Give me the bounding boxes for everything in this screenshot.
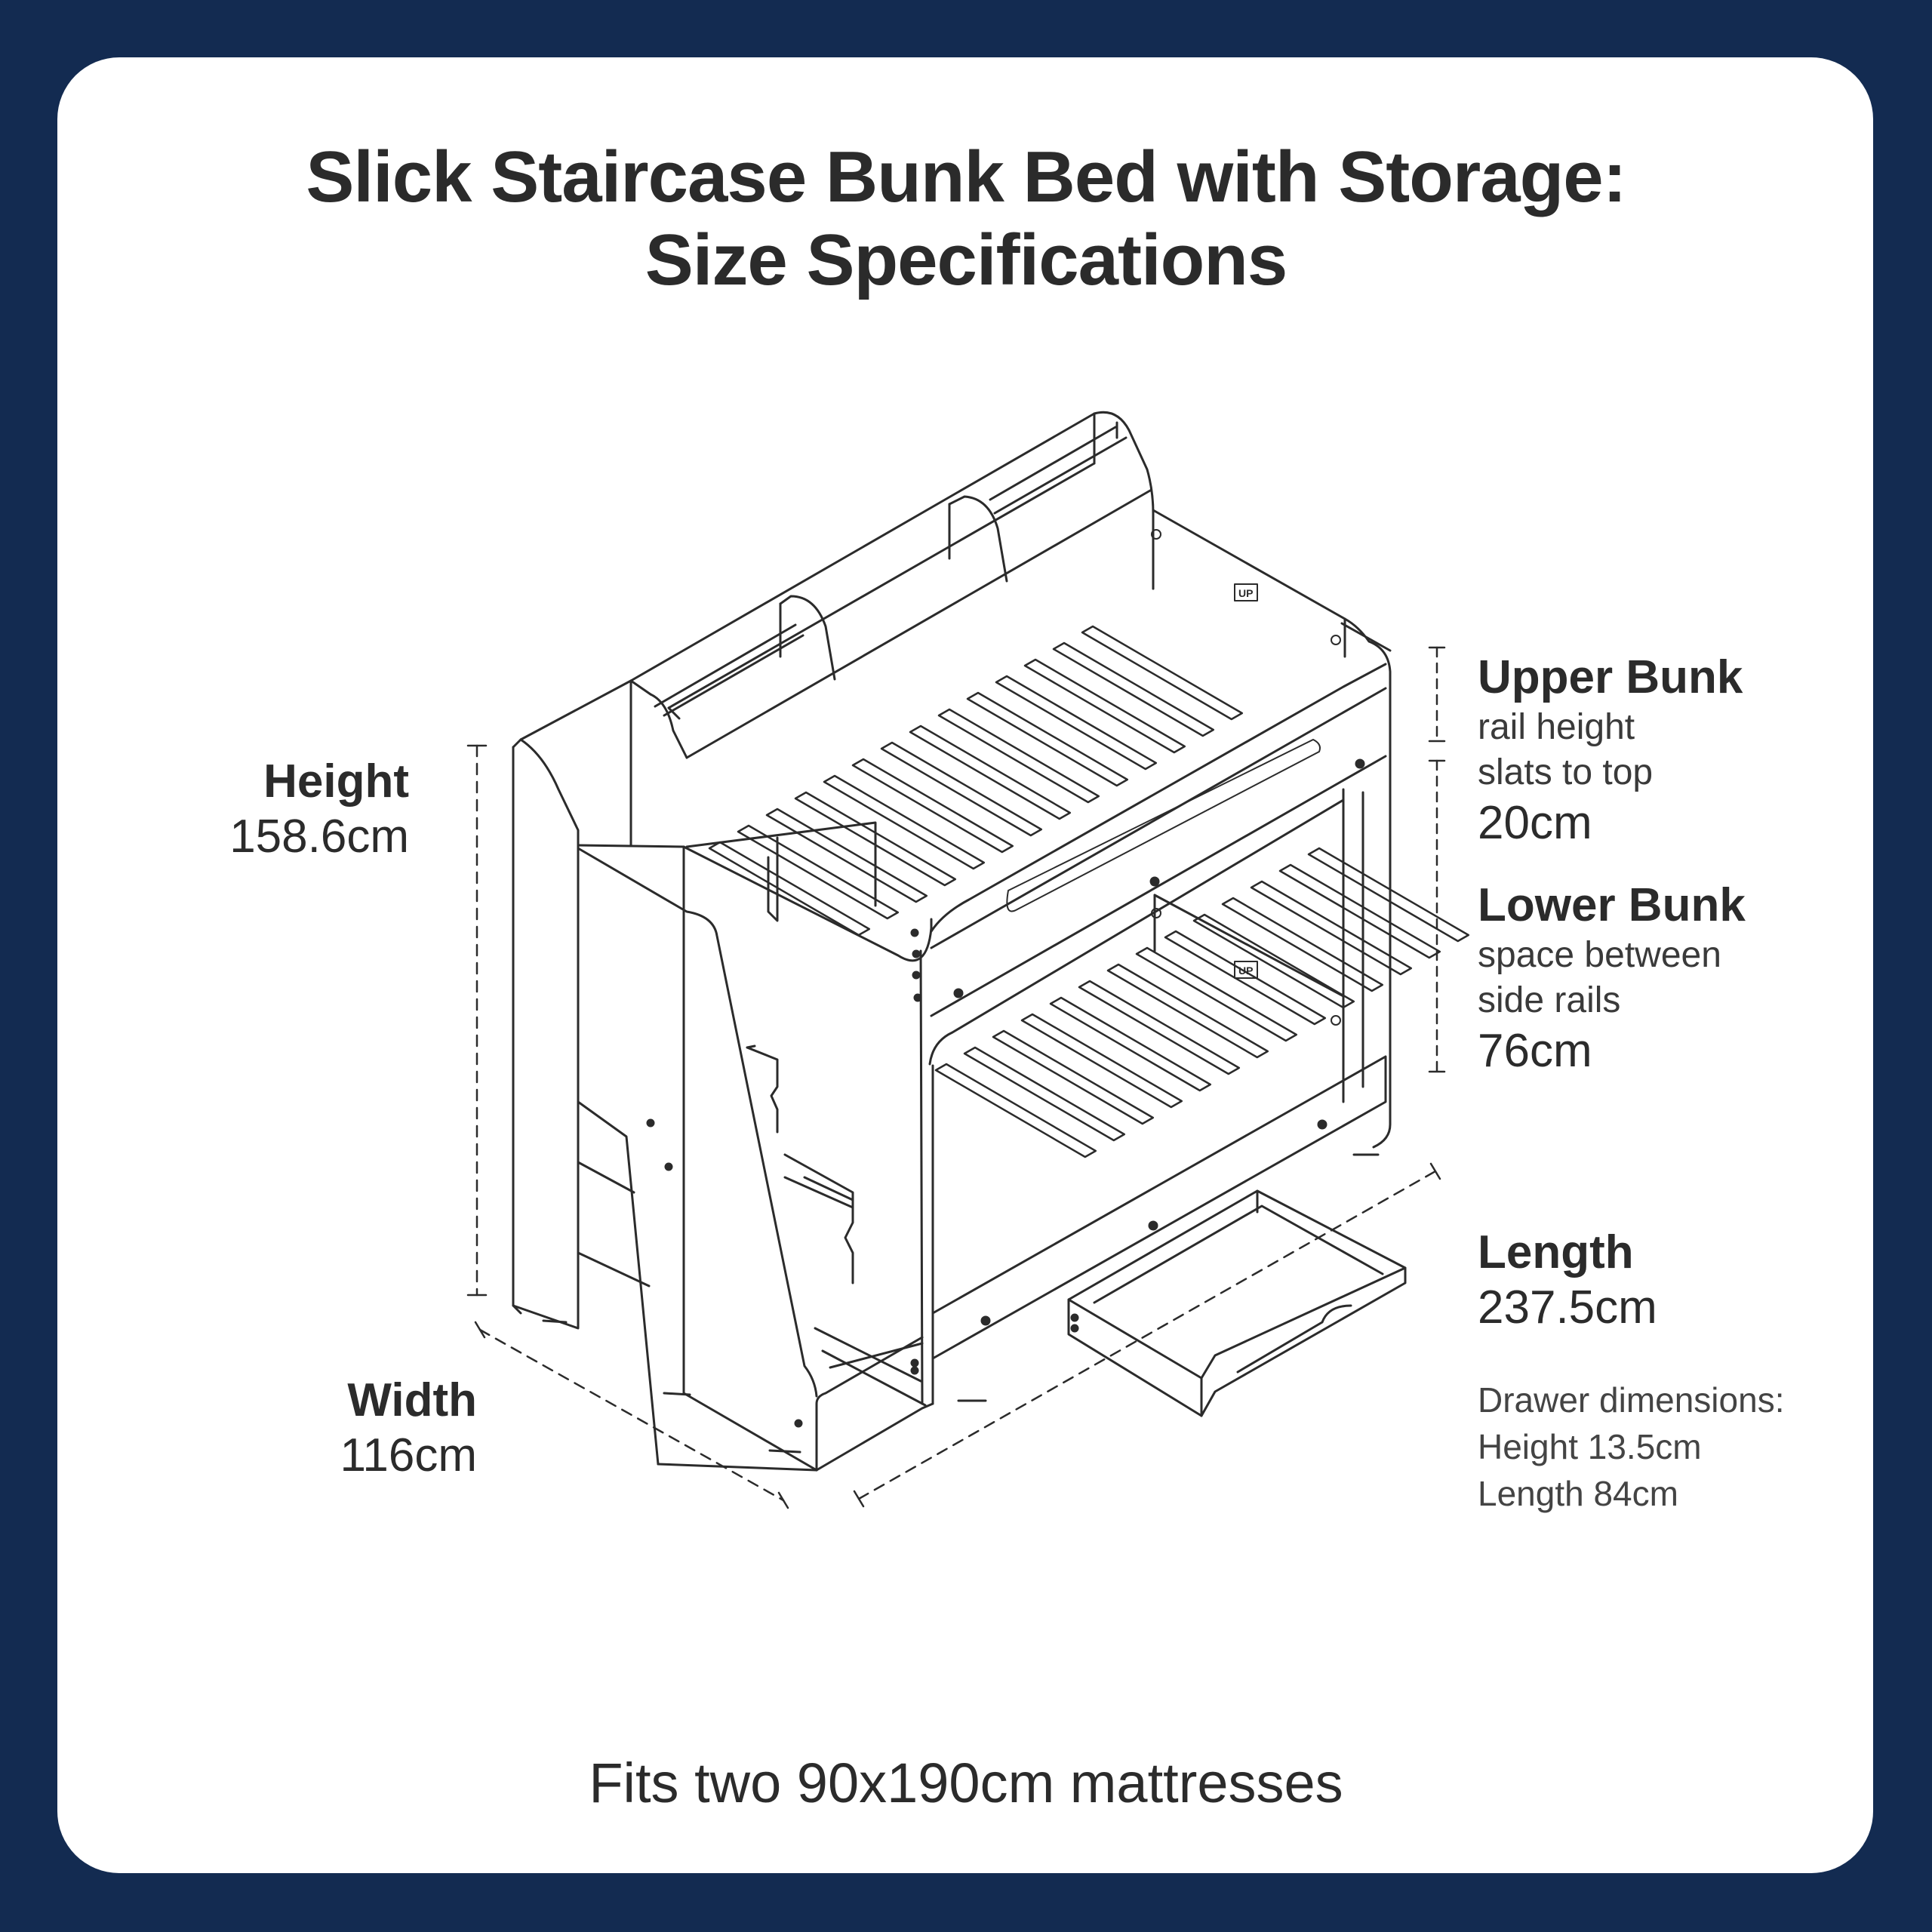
upper-bunk-heading: Upper Bunk [1478, 651, 1743, 703]
slat [995, 675, 1158, 771]
slat [937, 708, 1100, 804]
length-value: 237.5cm [1478, 1281, 1657, 1334]
height-label: Height 158.6cm [181, 755, 409, 865]
front-end-panel [682, 821, 934, 1472]
upper-bunk-rail [930, 663, 1387, 1017]
height-dimension-line [466, 744, 488, 1297]
slat [1307, 847, 1470, 943]
slat [851, 758, 1014, 854]
slat [1135, 946, 1298, 1042]
upper-bunk-desc-1: rail height [1478, 707, 1635, 747]
slat [1192, 913, 1355, 1009]
lower-bunk-value: 76cm [1478, 1025, 1592, 1077]
drawer-dimensions: Drawer dimensions: Height 13.5cm Length … [1478, 1377, 1784, 1517]
slat [794, 791, 957, 887]
slat [1164, 930, 1327, 1026]
lower-bunk-desc-1: space between [1478, 935, 1721, 975]
lower-bunk-slats [934, 847, 1470, 1158]
slat [1020, 1013, 1183, 1109]
slat [963, 1046, 1126, 1142]
drawer-heading: Drawer dimensions: [1478, 1380, 1785, 1420]
slat [1023, 658, 1186, 754]
slat [1106, 963, 1269, 1059]
content-card [57, 57, 1873, 1873]
height-value: 158.6cm [229, 811, 409, 863]
storage-drawer [1067, 1189, 1407, 1417]
slat [880, 741, 1043, 837]
upper-bunk-value: 20cm [1478, 797, 1592, 849]
title-line-2: Size Specifications [645, 220, 1288, 300]
lower-bunk-desc-2: side rails [1478, 980, 1621, 1020]
length-dimension-line [853, 1162, 1441, 1508]
slat [1052, 641, 1215, 737]
bed-feet [542, 1153, 1380, 1454]
slat [1278, 863, 1441, 959]
upper-bunk-slats [708, 625, 1244, 937]
slat [1049, 996, 1212, 1092]
width-label: Width 116cm [249, 1374, 478, 1484]
left-post [512, 679, 685, 1330]
slat [823, 774, 986, 870]
slat [708, 841, 871, 937]
page-title: Slick Staircase Bunk Bed with Storage: S… [0, 136, 1932, 302]
back-shelf-unit [629, 411, 1155, 847]
footer-note: Fits two 90x190cm mattresses [589, 1752, 1343, 1814]
width-dimension-line [474, 1321, 789, 1509]
slat [765, 808, 928, 903]
slat [934, 1063, 1097, 1158]
title-line-1: Slick Staircase Bunk Bed with Storage: [306, 137, 1626, 217]
upper-bunk-desc-2: slats to top [1478, 752, 1654, 792]
slat [909, 724, 1072, 820]
upper-bunk-label: Upper Bunk rail height slats to top 20cm [1478, 651, 1743, 851]
lower-bunk-heading: Lower Bunk [1478, 879, 1746, 931]
right-end-panel [1151, 509, 1392, 1149]
upper-bunk-dimension-line [1428, 646, 1446, 743]
slat [1221, 897, 1384, 992]
lower-bunk-label: Lower Bunk space between side rails 76cm [1478, 878, 1746, 1079]
slat [737, 824, 900, 920]
length-heading: Length [1478, 1226, 1634, 1278]
lower-bunk-dimension-line [1428, 759, 1446, 1073]
slat [1081, 625, 1244, 721]
height-heading: Height [263, 755, 409, 808]
staircase-steps [746, 1044, 927, 1407]
drawer-length: Length 84cm [1478, 1474, 1678, 1513]
slat [1250, 880, 1413, 976]
slat [1078, 980, 1241, 1075]
staircase-stringer [577, 847, 818, 1472]
slat [992, 1029, 1155, 1125]
drawer-height: Height 13.5cm [1478, 1427, 1702, 1466]
width-heading: Width [347, 1374, 477, 1426]
length-label: Length 237.5cm [1478, 1226, 1657, 1336]
lower-bunk-rail [928, 798, 1387, 1405]
width-value: 116cm [340, 1429, 478, 1481]
slat [966, 691, 1129, 787]
